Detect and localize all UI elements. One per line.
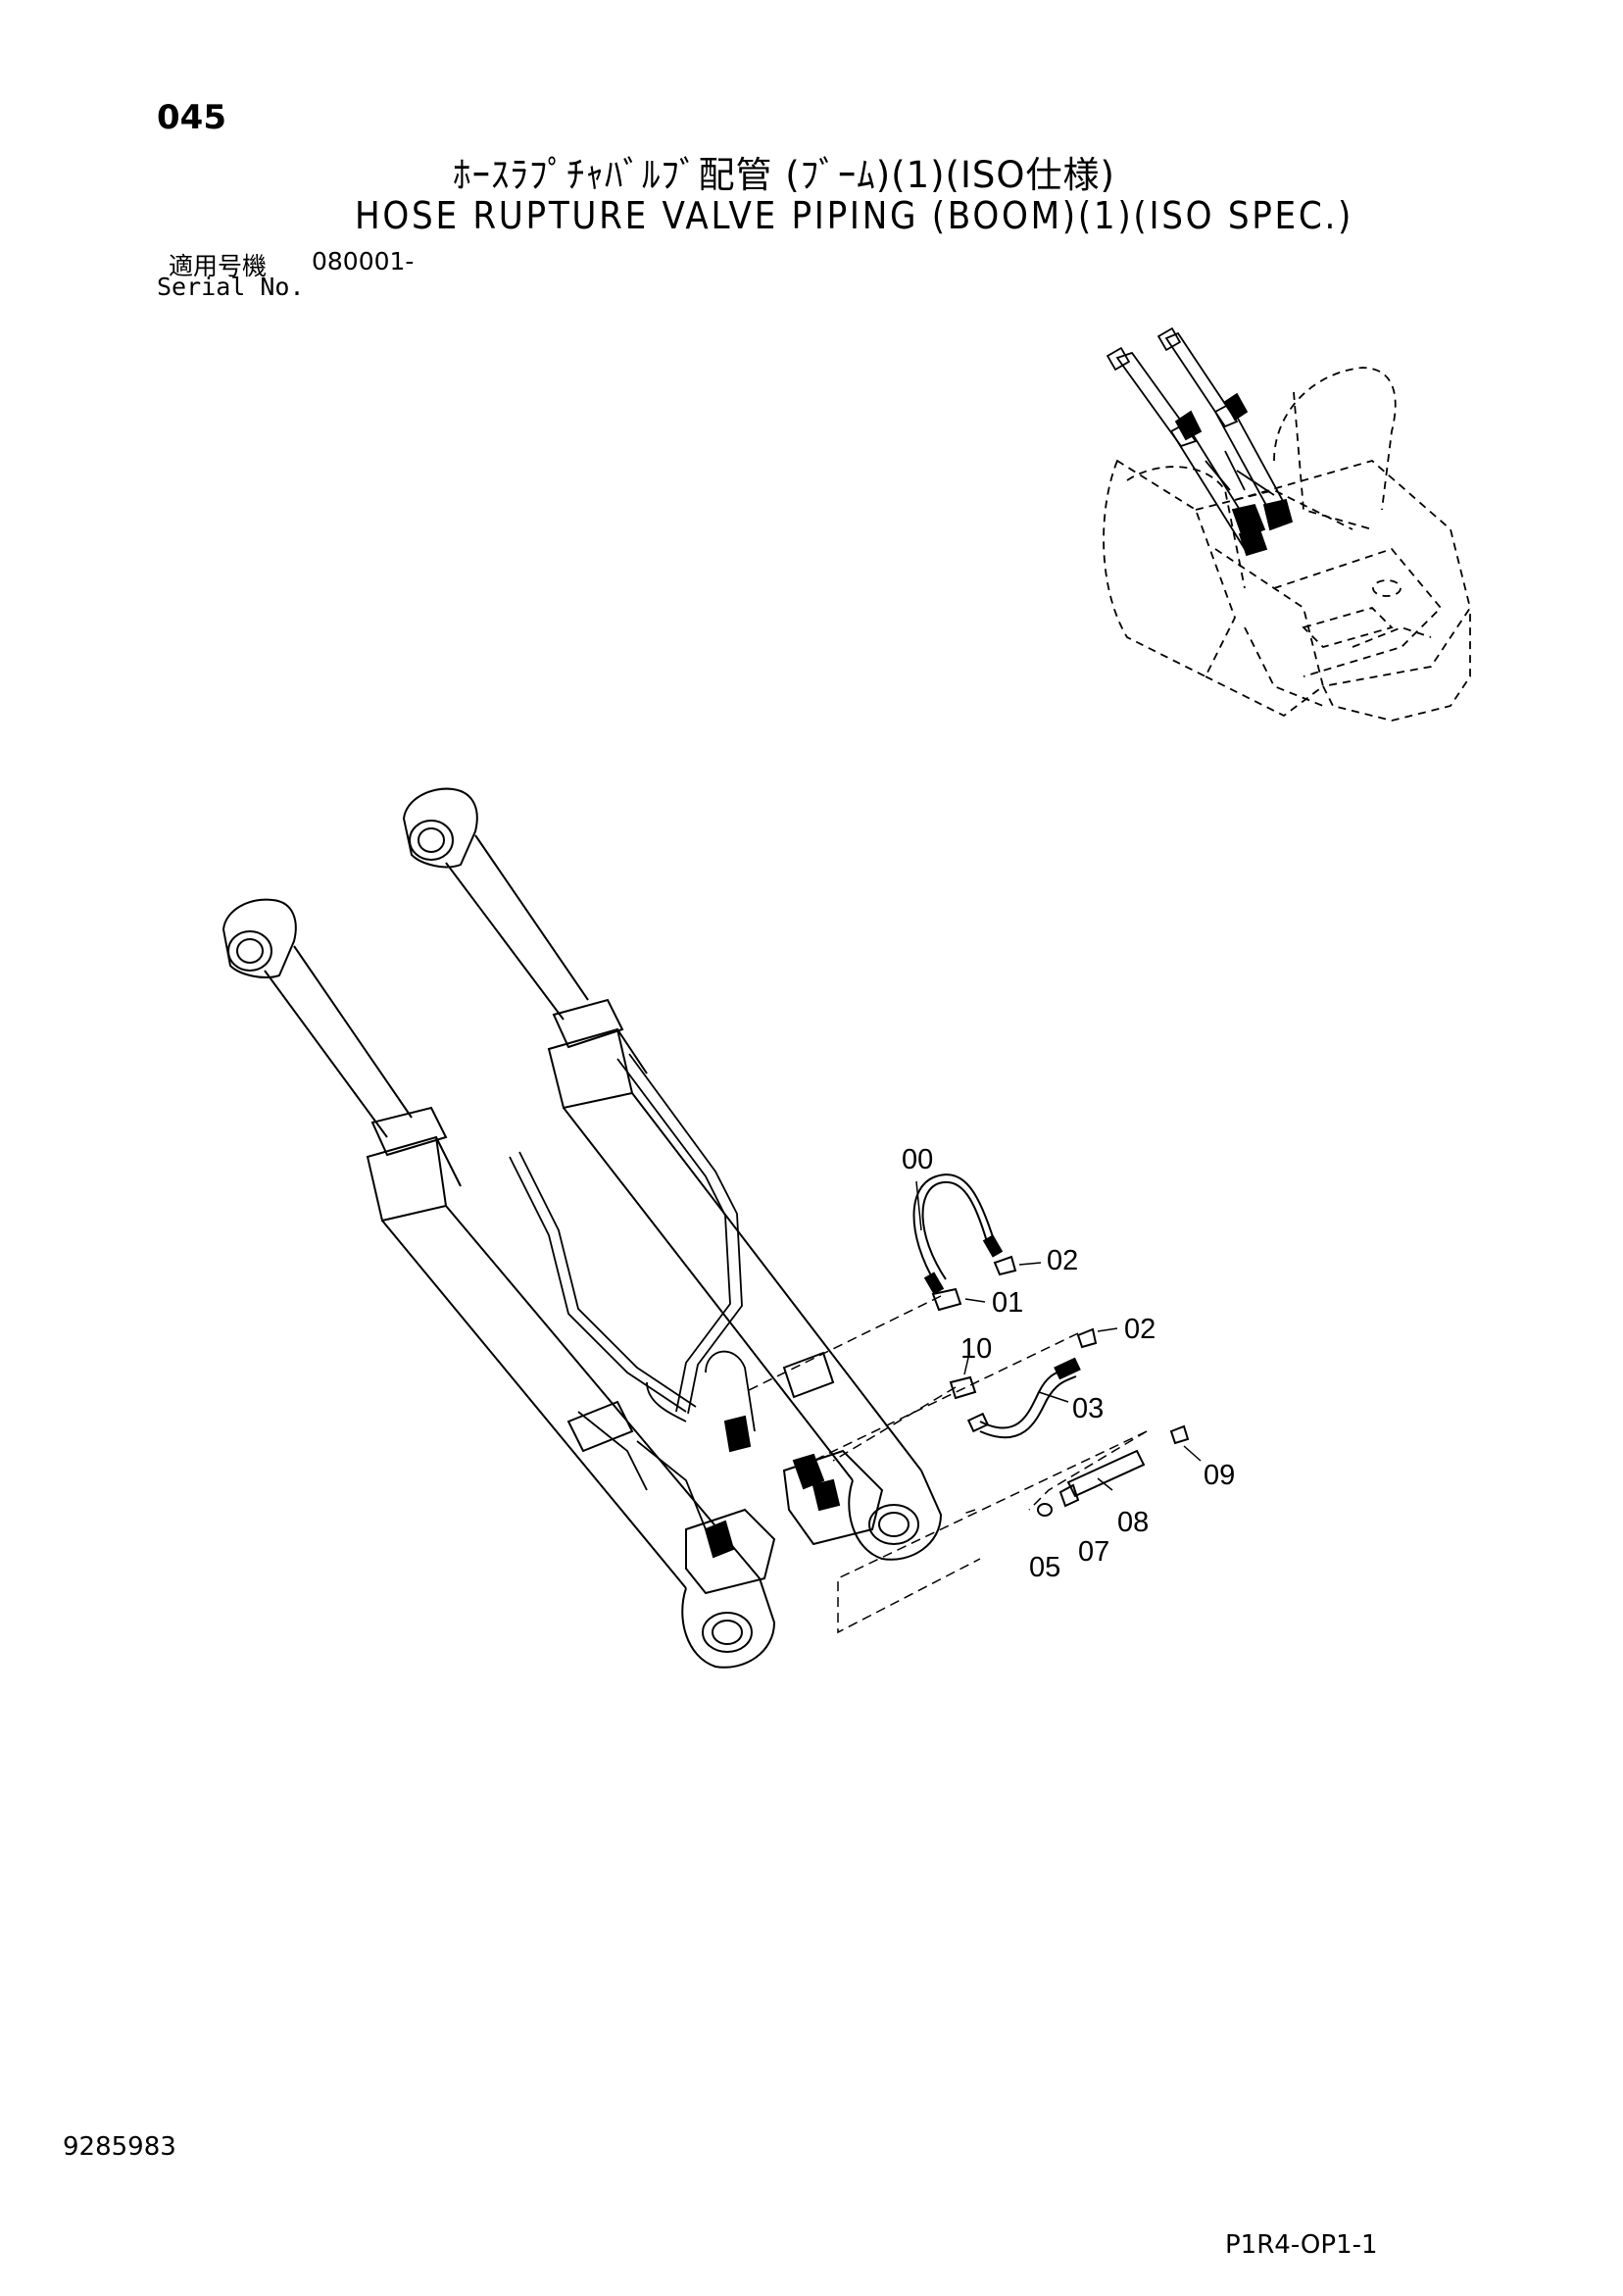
document-number: 9285983 <box>63 2132 176 2162</box>
serial-label-japanese: 適用号機 <box>169 252 268 280</box>
page-title-japanese: ﾎｰｽﾗﾌﾟﾁｬﾊﾞﾙﾌﾞ配管 (ﾌﾞｰﾑ)(1)(ISO仕様) <box>453 154 1115 196</box>
callout-05: 05 <box>1029 1552 1060 1583</box>
left-boom-cylinder <box>221 898 776 1669</box>
page-code: P1R4-OP1-1 <box>1225 2230 1378 2260</box>
callout-10: 10 <box>960 1333 992 1365</box>
machine-overview-inset <box>1103 326 1471 722</box>
page-number: 045 <box>157 98 226 137</box>
callout-labels: 00 01 02 02 03 05 07 08 09 10 <box>902 1144 1235 1583</box>
leader-lines <box>744 1295 1148 1634</box>
callout-02b: 02 <box>1124 1314 1156 1345</box>
callout-01: 01 <box>992 1287 1023 1319</box>
callout-03: 03 <box>1072 1393 1104 1424</box>
callout-07: 07 <box>1078 1536 1109 1568</box>
serial-label-english: Serial No. <box>157 273 305 301</box>
callout-00: 00 <box>902 1144 933 1175</box>
right-boom-cylinder <box>402 787 943 1561</box>
callout-02a: 02 <box>1047 1245 1078 1276</box>
hose-rupture-valves <box>685 1415 884 1595</box>
callout-09: 09 <box>1204 1460 1235 1491</box>
callout-08: 08 <box>1117 1507 1149 1538</box>
serial-number-value: 080001- <box>312 247 415 275</box>
boom-piping <box>509 1053 756 1530</box>
page-title-english: HOSE RUPTURE VALVE PIPING (BOOM)(1)(ISO … <box>355 194 1354 237</box>
loose-parts <box>912 1173 1202 1517</box>
